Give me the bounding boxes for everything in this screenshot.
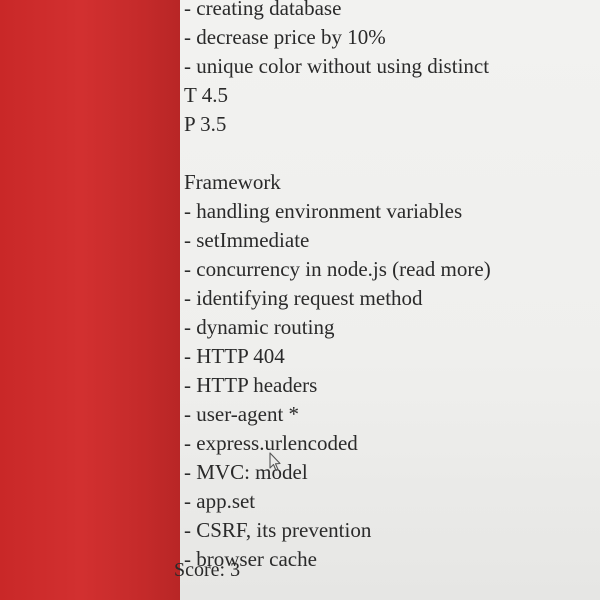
list-item: - decrease price by 10% [184,25,386,49]
section-heading: Framework [184,170,281,194]
list-item: - dynamic routing [184,315,335,339]
list-item: - browser cache [184,547,317,571]
framework-score: Score: 3 [174,559,241,581]
list-item: - user-agent * [184,402,300,426]
list-item: - CSRF, its prevention [184,518,372,542]
list-item: - HTTP headers [184,373,318,397]
list-item: - handling environment variables [184,199,463,223]
list-item: - identifying request method [184,286,423,310]
red-side-panel [0,0,180,600]
notes-document: - creating database - decrease price by … [184,0,594,574]
text-cursor-icon [269,452,281,472]
practice-score: P 3.5 [184,112,227,136]
list-item: - express.urlencoded [184,431,358,455]
list-item: - setImmediate [184,228,310,252]
list-item: - creating database [184,0,342,20]
blank-line [184,139,594,168]
list-item: - unique color without using distinct [184,54,490,78]
list-item: - app.set [184,489,256,513]
list-item: - concurrency in node.js (read more) [184,257,491,281]
list-item: - HTTP 404 [184,344,285,368]
theory-score: T 4.5 [184,83,228,107]
list-item: - MVC: model [184,460,308,484]
